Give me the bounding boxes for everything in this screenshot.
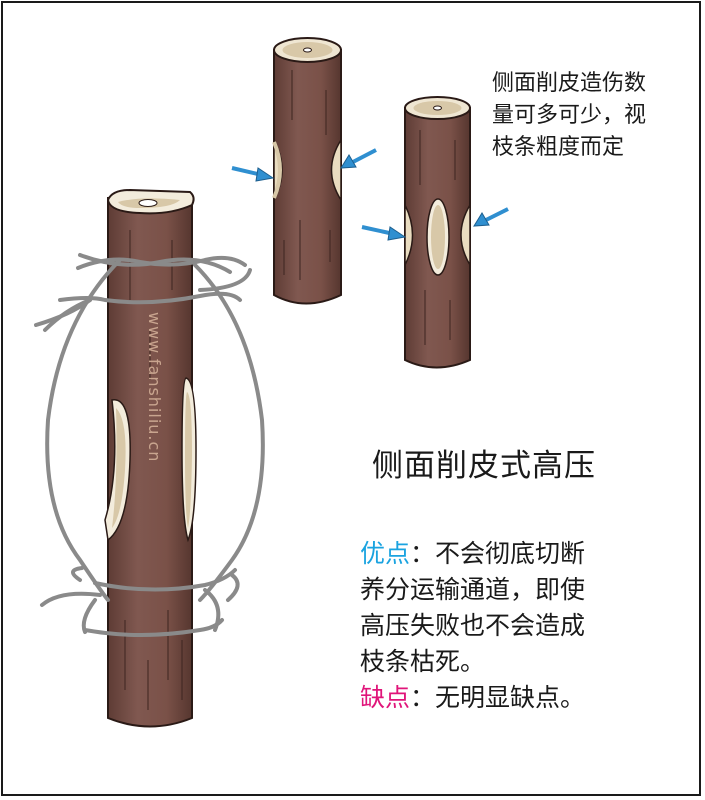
branch-two-side-cut xyxy=(404,96,471,369)
pros-line: 养分运输通道，即使 xyxy=(360,575,586,604)
note-line: 枝条粗度而定 xyxy=(492,135,625,160)
watermark-text: www.fanshiliu.cn xyxy=(145,312,164,463)
arrow-icon xyxy=(473,207,509,227)
cons-label: 缺点 xyxy=(360,683,411,712)
note-line: 量可多可少，视 xyxy=(492,103,647,128)
pros-line: 高压失败也不会造成 xyxy=(360,611,586,640)
pros-line: 不会彻底切断 xyxy=(435,539,586,568)
pros-line: 枝条枯死。 xyxy=(360,647,486,676)
side-cut-note: 侧面削皮造伤数 量可多可少，视 枝条粗度而定 xyxy=(492,68,692,164)
pros-colon: ： xyxy=(410,539,436,568)
arrow-icon xyxy=(361,225,407,241)
cons-colon: ： xyxy=(410,683,436,712)
plastic-wrap-outline xyxy=(34,253,265,637)
pros-first-line: 优点：不会彻底切断 xyxy=(360,536,690,572)
wound-right xyxy=(330,137,342,203)
branch-one-side-cut xyxy=(272,37,342,305)
cons-line: 缺点：无明显缺点。 xyxy=(360,680,690,716)
pros-cons-block: 优点：不会彻底切断 养分运输通道，即使 高压失败也不会造成 枝条枯死。 缺点：无… xyxy=(360,536,690,716)
arrow-icon xyxy=(340,148,377,169)
pros-label: 优点 xyxy=(360,539,411,568)
diagram-title: 侧面削皮式高压 xyxy=(372,448,596,484)
arrow-group xyxy=(231,148,509,241)
wrapped-branch xyxy=(104,188,197,728)
cons-text: 无明显缺点。 xyxy=(435,683,586,712)
note-line: 侧面削皮造伤数 xyxy=(492,71,647,96)
arrow-icon xyxy=(231,166,275,182)
